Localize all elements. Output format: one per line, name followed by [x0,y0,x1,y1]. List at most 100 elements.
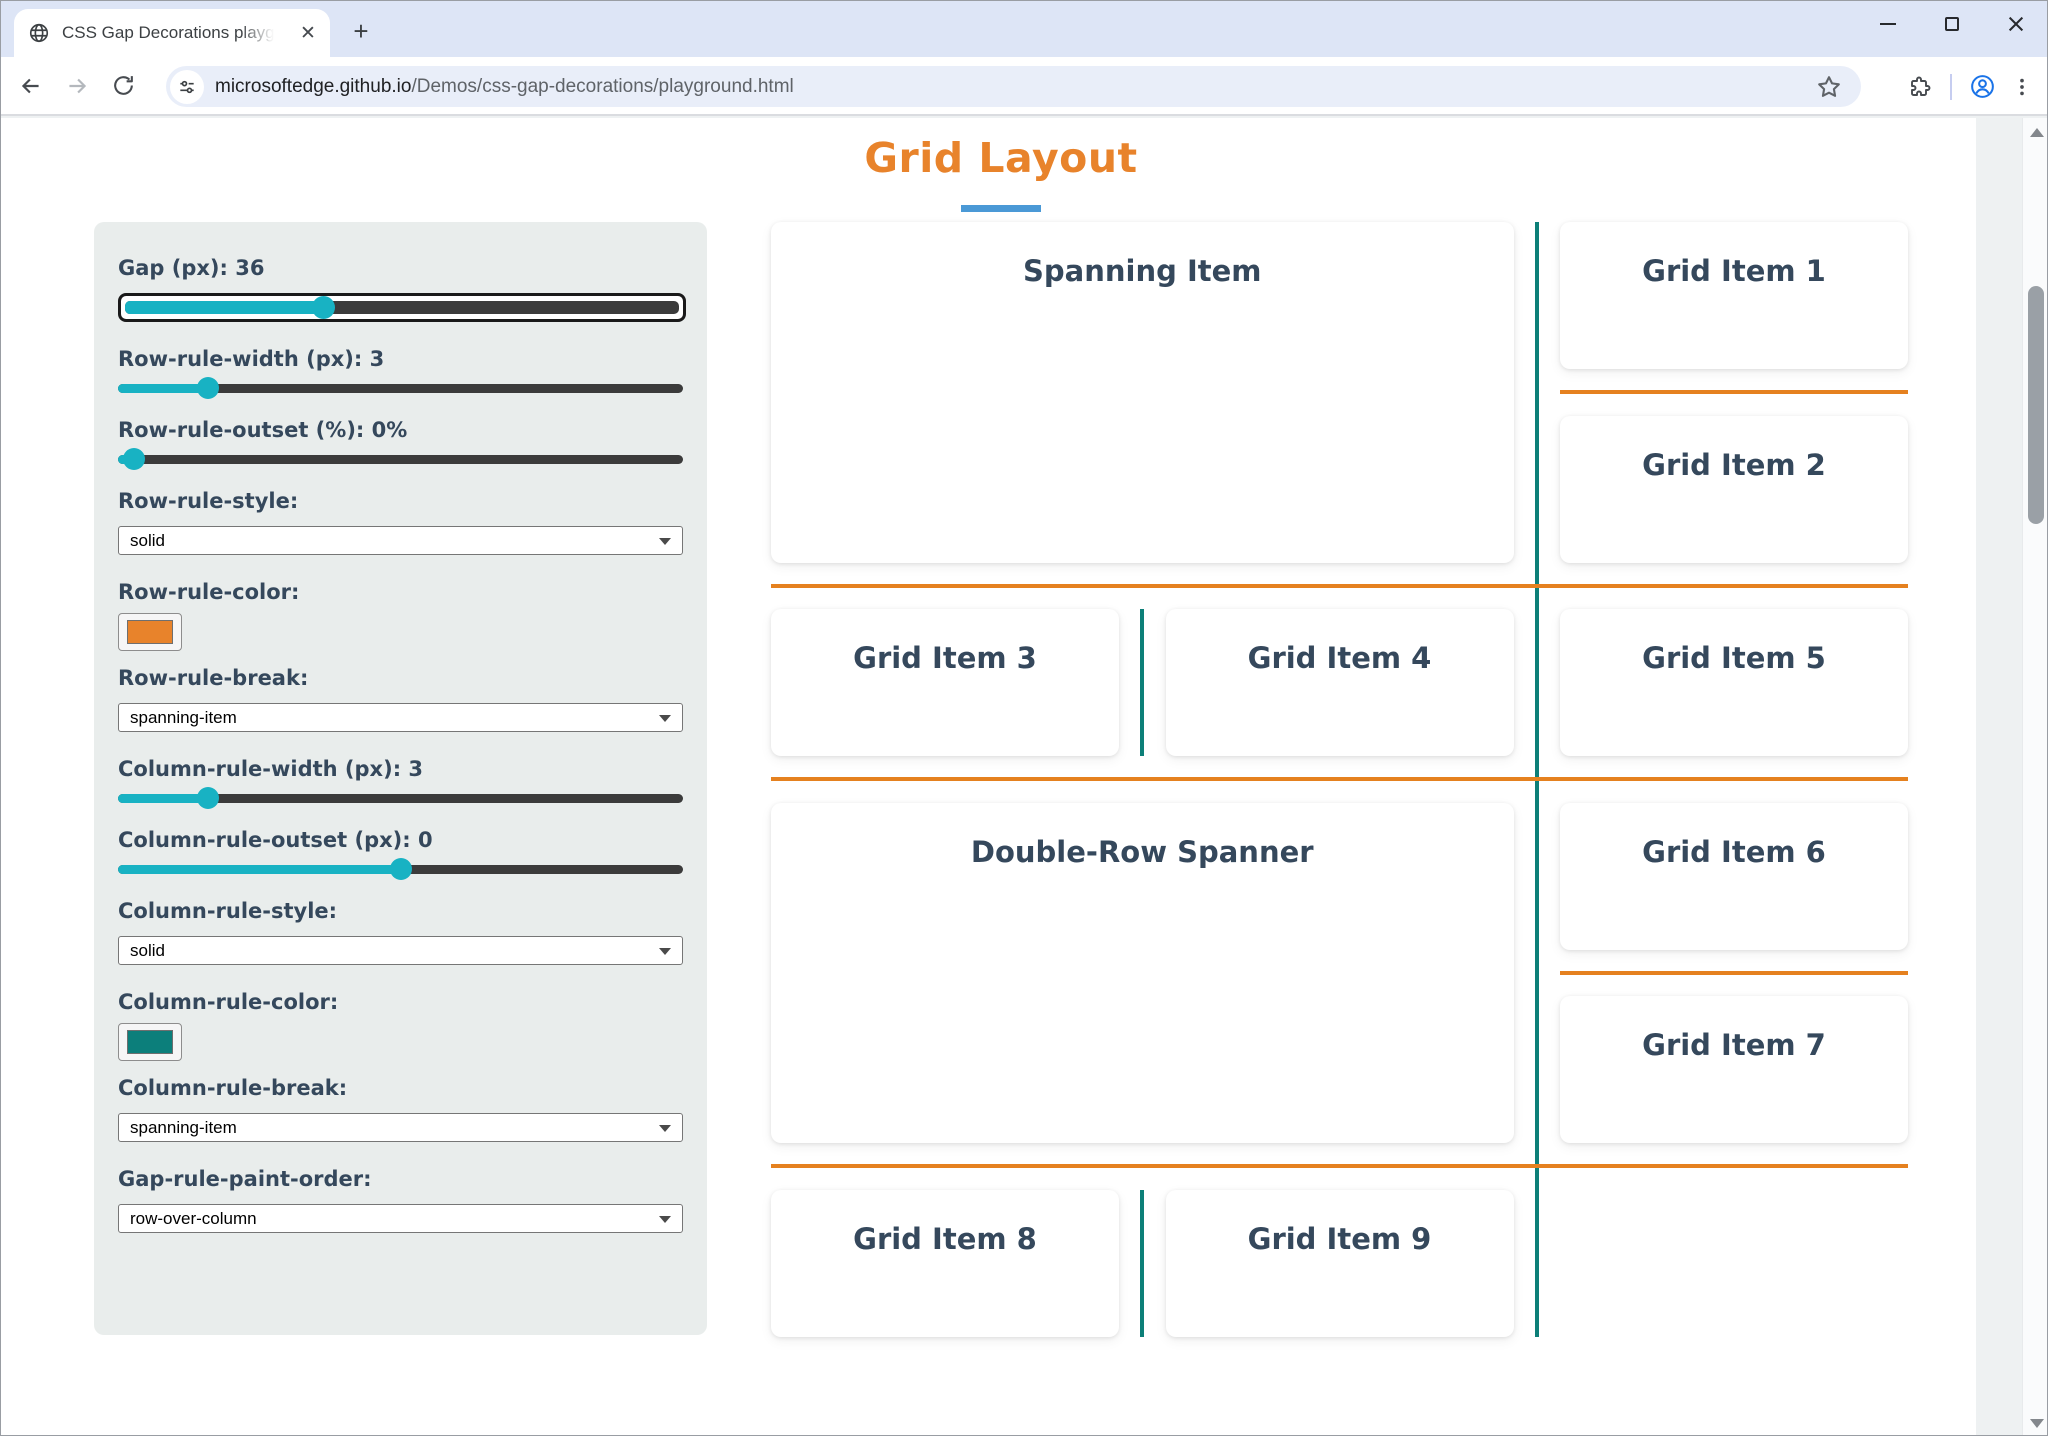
row-rule-color-chip [127,620,173,644]
grid-layout: Spanning Item Grid Item 1 Grid Item 2 Gr… [771,222,1908,1337]
gap-slider[interactable] [125,296,679,319]
scrollbar-thumb[interactable] [2028,286,2044,524]
scroll-up-arrow-icon[interactable] [2030,128,2044,137]
tab-close-icon[interactable]: ✕ [300,22,316,44]
grid-card-7: Grid Item 7 [1560,996,1908,1143]
bookmark-button[interactable] [1815,73,1843,101]
row-rule-outset-label: Row-rule-outset (%): 0% [118,418,408,442]
grid-card-6: Grid Item 6 [1560,802,1908,950]
grid-card-2: Grid Item 2 [1560,415,1908,563]
column-rule-color-control: Column-rule-color: [118,990,683,1061]
card-label: Grid Item 5 [1642,641,1826,675]
slider-thumb[interactable] [123,448,146,470]
column-rule-style-control: Column-rule-style: solid [118,899,683,965]
gap-rule-paint-order-label: Gap-rule-paint-order: [118,1167,372,1191]
window-maximize-button[interactable] [1920,0,1984,48]
window-minimize-button[interactable] [1856,0,1920,48]
row-rule-width-label: Row-rule-width (px): 3 [118,347,385,371]
column-rule-break-select[interactable]: spanning-item [118,1113,683,1142]
tab-strip: CSS Gap Decorations playgroun ✕ + [0,0,2048,57]
column-rule-width-control: Column-rule-width (px): 3 [118,757,683,809]
extensions-puzzle-icon [1911,76,1931,96]
row-rule-width-slider[interactable] [118,377,683,399]
column-rule-style-select[interactable]: solid [118,936,683,965]
column-rule-break-label: Column-rule-break: [118,1076,348,1100]
menu-button[interactable] [2002,67,2042,107]
grid-demo-area: Spanning Item Grid Item 1 Grid Item 2 Gr… [771,222,1908,1337]
column-rule-width-label: Column-rule-width (px): 3 [118,757,424,781]
card-label: Spanning Item [1023,254,1262,288]
column-rule-style-label: Column-rule-style: [118,899,338,923]
grid-card-double-row-spanner: Double-Row Spanner [771,802,1514,1143]
extensions-button[interactable] [1900,67,1940,107]
page-header: Grid Layout [94,118,1908,212]
row-rule-color-control: Row-rule-color: [118,580,683,651]
card-label: Grid Item 1 [1642,254,1826,288]
browser-tab[interactable]: CSS Gap Decorations playgroun ✕ [14,9,330,57]
column-rule-color-label: Column-rule-color: [118,990,339,1014]
grid-card-1: Grid Item 1 [1560,222,1908,369]
slider-fill [118,384,209,393]
reload-button[interactable] [100,63,146,109]
column-rule-color-picker[interactable] [118,1023,182,1061]
slider-thumb[interactable] [197,787,220,809]
card-label: Grid Item 7 [1642,1028,1826,1062]
card-label: Double-Row Spanner [970,834,1314,869]
browser-toolbar: microsoftedge.github.io/Demos/css-gap-de… [0,57,2048,116]
slider-thumb[interactable] [312,296,336,319]
slider-thumb[interactable] [389,858,412,880]
chevron-down-icon [659,1216,671,1223]
window-close-button[interactable] [1984,0,2048,48]
chevron-down-icon [659,948,671,955]
vertical-scrollbar[interactable] [2022,118,2048,1436]
tune-icon [180,80,194,93]
scroll-down-arrow-icon[interactable] [2030,1419,2044,1428]
gap-rule-paint-order-select[interactable]: row-over-column [118,1204,683,1233]
slider-thumb[interactable] [197,377,220,399]
row-rule-color-picker[interactable] [118,613,182,651]
page-title: Grid Layout [864,134,1138,182]
row-rule-style-label: Row-rule-style: [118,489,299,513]
url-text: microsoftedge.github.io/Demos/css-gap-de… [215,76,794,98]
selected-value: solid [130,940,165,960]
back-button[interactable] [8,63,54,109]
row-rule-style-select[interactable]: solid [118,526,683,555]
column-rule-color-chip [127,1030,173,1054]
selected-value: spanning-item [130,1117,237,1137]
url-path: /Demos/css-gap-decorations/playground.ht… [411,75,794,97]
chevron-down-icon [659,1125,671,1132]
chevron-down-icon [659,715,671,722]
row-rule-outset-slider[interactable] [118,448,683,470]
row-rule-style-control: Row-rule-style: solid [118,489,683,555]
card-label: Grid Item 6 [1642,834,1826,869]
site-settings-button[interactable] [170,69,204,104]
column-rule-break-control: Column-rule-break: spanning-item [118,1076,683,1142]
address-bar[interactable]: microsoftedge.github.io/Demos/css-gap-de… [166,66,1861,107]
card-label: Grid Item 9 [1247,1221,1432,1256]
controls-panel: Gap (px): 36 Row-rule-width (px): 3 Row-… [94,222,707,1335]
star-icon [1818,76,1840,97]
row-rule-break-select[interactable]: spanning-item [118,703,683,732]
minimize-icon [1880,23,1896,25]
column-rule-outset-slider[interactable] [118,858,683,880]
new-tab-button[interactable]: + [353,15,369,46]
column-rule-outset-control: Column-rule-outset (px): 0 [118,828,683,880]
grid-card-4: Grid Item 4 [1165,609,1514,756]
selected-value: spanning-item [130,707,237,727]
profile-button[interactable] [1962,67,2002,107]
selected-value: solid [130,530,165,550]
back-arrow-icon [21,78,39,93]
card-label: Grid Item 3 [853,641,1037,675]
row-rule-color-label: Row-rule-color: [118,580,300,604]
reload-icon [113,76,133,95]
grid-card-8: Grid Item 8 [771,1189,1119,1337]
column-rule-width-slider[interactable] [118,787,683,809]
slider-fill [118,865,401,874]
title-underline [961,205,1041,212]
selected-value: row-over-column [130,1208,257,1228]
forward-button[interactable] [54,63,100,109]
card-label: Grid Item 8 [853,1221,1037,1256]
slider-fill [125,301,325,314]
page-content: Grid Layout Gap (px): 36 Row-rule-width … [0,118,1976,1436]
